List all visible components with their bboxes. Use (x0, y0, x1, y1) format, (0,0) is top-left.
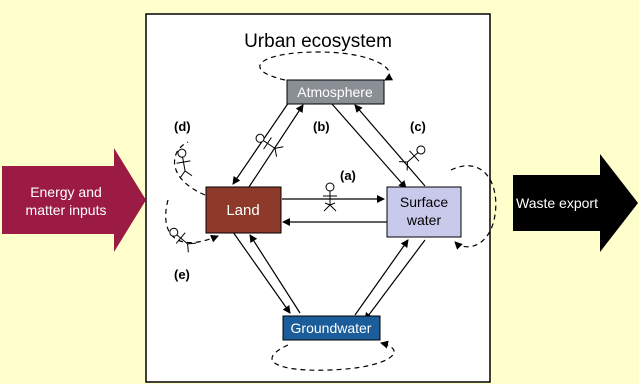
label-b: (b) (313, 119, 330, 134)
break-symbol-c (399, 145, 426, 171)
waste-export-label: Waste export (516, 195, 598, 211)
break-symbol-e (169, 227, 197, 253)
groundwater-box (282, 315, 381, 341)
flow-arrows (232, 101, 426, 321)
break-symbol-b (255, 133, 284, 157)
groundwater-loop (271, 340, 395, 371)
break-symbols (169, 133, 426, 253)
inputs-arrow (2, 148, 146, 252)
inputs-label-line1: Energy and (30, 184, 102, 200)
label-e: (e) (174, 267, 190, 282)
surface-water-box (386, 186, 462, 238)
surface-loop (450, 165, 497, 250)
waste-export-arrow (513, 154, 638, 252)
break-symbol-a (323, 182, 337, 212)
land-label: Land (226, 202, 259, 219)
break-symbol-d (176, 148, 193, 179)
land-box (205, 186, 282, 234)
label-a: (a) (340, 168, 356, 183)
atmosphere-loop (259, 51, 394, 81)
groundwater-label: Groundwater (291, 320, 372, 336)
surface-water-label-line1: Surface (400, 194, 448, 210)
inputs-label-line2: matter inputs (26, 202, 107, 218)
label-d: (d) (174, 119, 191, 134)
atmosphere-box (286, 79, 385, 105)
label-c: (c) (410, 119, 426, 134)
diagram-title: Urban ecosystem (244, 31, 392, 52)
surface-water-label-line2: water (406, 212, 442, 228)
land-loop-upper (174, 141, 206, 196)
atmosphere-label: Atmosphere (297, 84, 373, 100)
